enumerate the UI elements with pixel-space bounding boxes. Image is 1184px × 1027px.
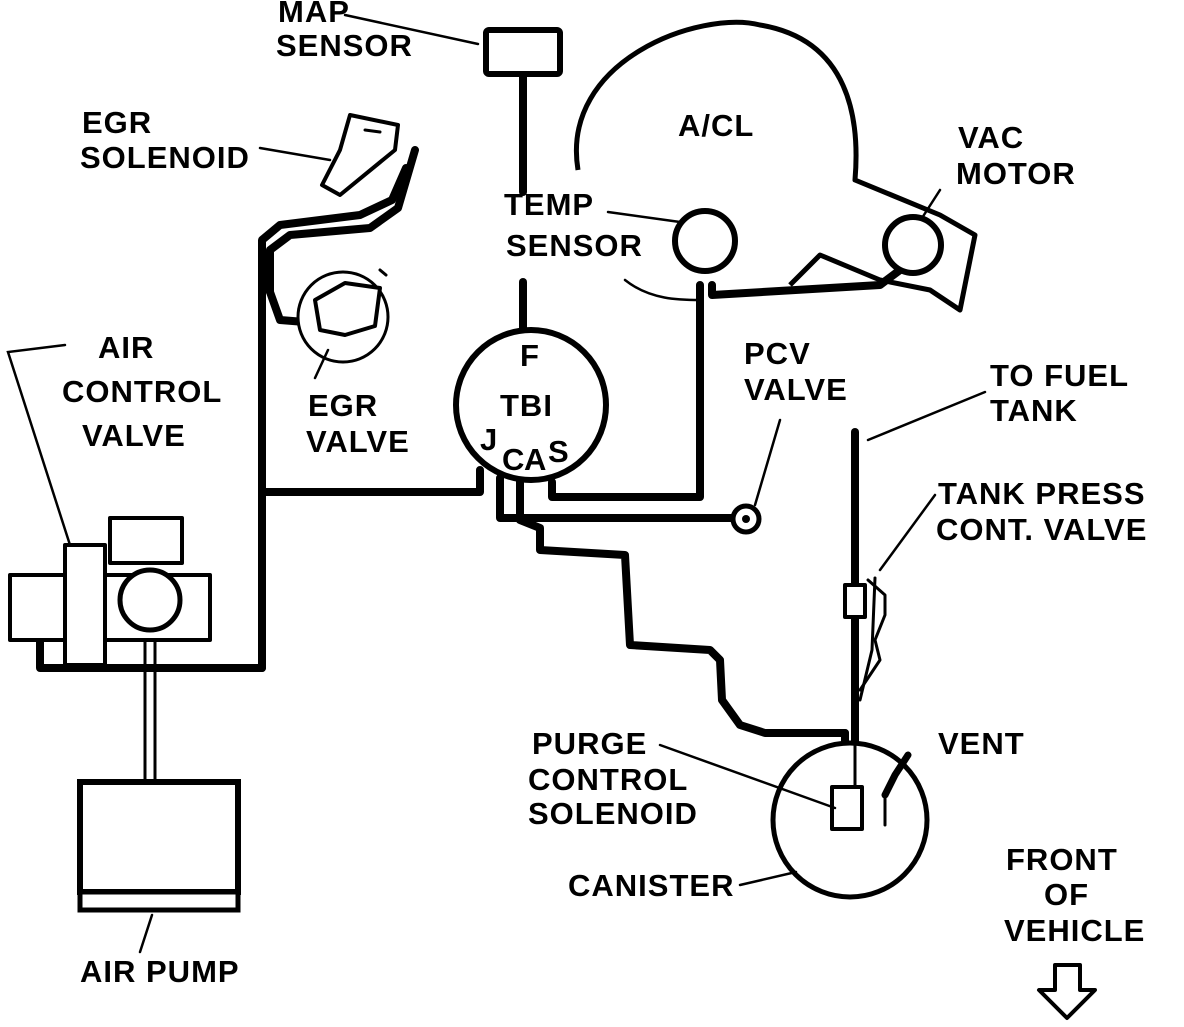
label-tbi: TBI — [500, 388, 553, 423]
vac-motor — [882, 214, 944, 276]
leader-lines — [6, 13, 987, 954]
label-to-fuel-tank-2: TANK — [990, 393, 1078, 428]
canister — [770, 738, 930, 900]
label-canister: CANISTER — [568, 868, 734, 903]
label-pcv-valve-2: VALVE — [744, 372, 848, 407]
label-vac-motor-1: VAC — [958, 120, 1024, 155]
label-temp-sensor-2: SENSOR — [506, 228, 643, 263]
label-air-control-valve-1: AIR — [98, 330, 154, 365]
label-tbi-f: F — [520, 338, 540, 373]
label-air-control-valve-2: CONTROL — [62, 374, 222, 409]
temp-sensor — [672, 208, 738, 274]
label-map-sensor-2: SENSOR — [276, 28, 413, 63]
label-tbi-j: J — [480, 422, 498, 457]
air-cleaner — [573, 19, 978, 313]
label-temp-sensor-1: TEMP — [504, 187, 594, 222]
egr-valve — [296, 268, 390, 364]
pcv-valve — [730, 503, 762, 535]
label-vac-motor-2: MOTOR — [956, 156, 1076, 191]
label-map-sensor-1: MAP — [278, 0, 350, 29]
front-arrow-icon — [1037, 963, 1097, 1020]
label-purge-3: SOLENOID — [528, 796, 698, 831]
label-egr-solenoid-2: SOLENOID — [80, 140, 250, 175]
egr-solenoid — [320, 113, 400, 197]
label-air-control-valve-3: VALVE — [82, 418, 186, 453]
label-tank-press-2: CONT. VALVE — [936, 512, 1147, 547]
label-pcv-valve-1: PCV — [744, 336, 811, 371]
label-acl: A/CL — [678, 108, 754, 143]
label-front-1: FRONT — [1006, 842, 1118, 877]
air-control-valve — [8, 516, 212, 667]
label-purge-1: PURGE — [532, 726, 647, 761]
label-front-3: VEHICLE — [1004, 913, 1145, 948]
label-air-pump: AIR PUMP — [80, 954, 240, 989]
label-front-2: OF — [1044, 877, 1089, 912]
air-pump — [77, 779, 241, 913]
label-to-fuel-tank-1: TO FUEL — [990, 358, 1129, 393]
label-egr-valve-2: VALVE — [306, 424, 410, 459]
tbi-unit — [453, 327, 609, 483]
tank-press-control-valve — [843, 576, 887, 702]
label-vent: VENT — [938, 726, 1025, 761]
label-purge-2: CONTROL — [528, 762, 688, 797]
map-sensor — [483, 27, 563, 77]
vacuum-hoses — [36, 72, 904, 794]
label-egr-valve-1: EGR — [308, 388, 378, 423]
label-tank-press-1: TANK PRESS — [938, 476, 1146, 511]
label-tbi-c: C — [502, 442, 525, 477]
label-tbi-a: A — [524, 442, 547, 477]
label-tbi-s: S — [548, 434, 570, 469]
label-egr-solenoid-1: EGR — [82, 105, 152, 140]
